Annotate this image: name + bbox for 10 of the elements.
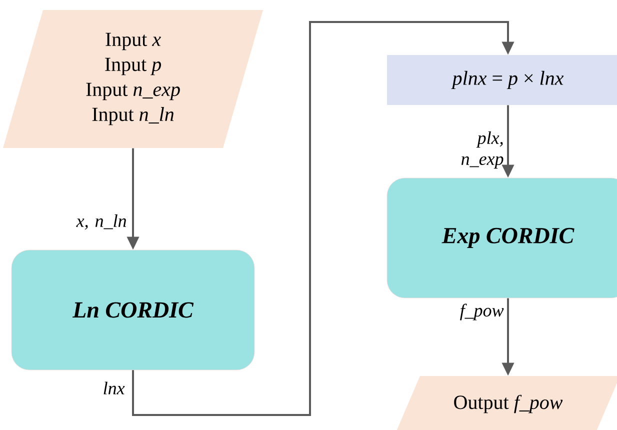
formula-box: plnx = p × lnx <box>387 55 617 105</box>
edge-label: lnx <box>104 382 125 394</box>
output-parallelogram: Output f_pow <box>396 376 617 430</box>
edge-label: f_pow <box>460 304 504 320</box>
arrow <box>132 21 514 416</box>
process-box: Exp CORDIC <box>386 178 617 298</box>
edge-label: plx, n_exp <box>461 131 504 169</box>
input-parallelogram: Input x Input p Input n_exp Input n_ln <box>3 10 263 148</box>
edge-label: x, n_ln <box>76 214 126 230</box>
process-box: Ln CORDIC <box>11 250 255 370</box>
